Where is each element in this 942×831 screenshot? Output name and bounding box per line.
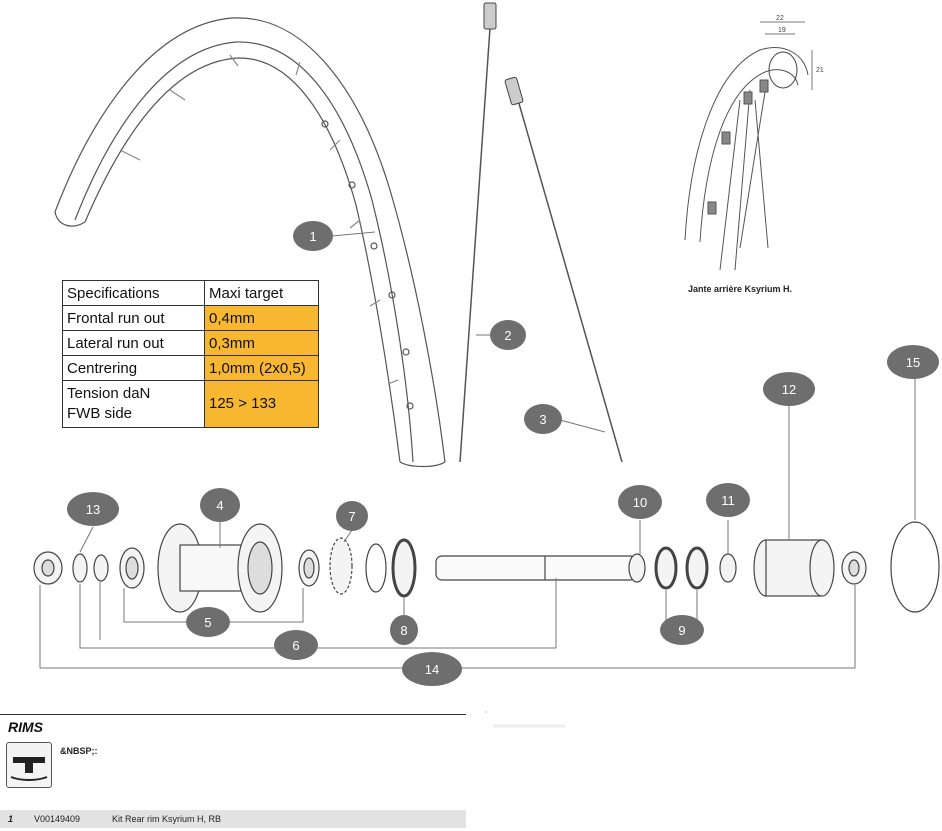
svg-text:10: 10	[633, 495, 647, 510]
part-description: Kit Rear rim Ksyrium H, RB	[112, 814, 222, 824]
exploded-wheel-diagram: 22 19 21	[33, 2, 940, 686]
faint-marks	[485, 710, 575, 736]
callout-12: 12	[763, 372, 815, 406]
svg-text:11: 11	[721, 493, 735, 508]
svg-text:14: 14	[425, 662, 439, 677]
svg-text:15: 15	[906, 355, 920, 370]
inset-dim-3: 21	[816, 67, 824, 74]
svg-text:5: 5	[204, 615, 211, 630]
callout-3: 3	[524, 404, 562, 434]
callout-14: 14	[402, 652, 462, 686]
divider	[0, 714, 466, 715]
callout-4: 4	[200, 488, 240, 522]
inset-rim-section	[684, 21, 813, 271]
svg-text:2: 2	[504, 328, 511, 343]
parts-section: RIMS &NBSP;: 1 V00149409 Kit Rear rim Ks…	[0, 706, 942, 831]
callout-7: 7	[336, 501, 368, 531]
spec-row: Lateral run out 0,3mm	[62, 330, 319, 356]
spec-label: Frontal run out	[62, 305, 205, 331]
spec-label: Lateral run out	[62, 330, 205, 356]
svg-text:12: 12	[782, 382, 796, 397]
spoke-short	[504, 76, 623, 463]
spec-row: Frontal run out 0,4mm	[62, 305, 319, 331]
svg-text:4: 4	[216, 498, 223, 513]
inset-dim-1: 22	[776, 15, 784, 22]
spec-header-label: Specifications	[62, 280, 205, 306]
inset-dim-2: 19	[778, 27, 786, 34]
part-number: 1	[8, 814, 14, 824]
svg-text:9: 9	[678, 623, 685, 638]
svg-text:8: 8	[400, 623, 407, 638]
spec-row: Tension daN FWB side 125 > 133	[62, 380, 319, 428]
spoke-long	[459, 2, 497, 463]
callout-13: 13	[67, 492, 119, 526]
spec-value: 0,3mm	[204, 330, 319, 356]
hub-assembly	[33, 521, 940, 613]
callout-10: 10	[618, 485, 662, 519]
svg-text:3: 3	[539, 412, 546, 427]
callout-15: 15	[887, 345, 939, 379]
svg-text:1: 1	[309, 229, 316, 244]
spec-header-row: Specifications Maxi target	[62, 280, 319, 306]
spec-row: Centrering 1,0mm (2x0,5)	[62, 355, 319, 381]
callout-1: 1	[293, 221, 333, 251]
inset-caption: Jante arrière Ksyrium H.	[688, 284, 793, 294]
svg-text:6: 6	[292, 638, 299, 653]
section-title: RIMS	[8, 719, 43, 735]
specifications-table: Specifications Maxi target Frontal run o…	[62, 280, 319, 428]
callout-5: 5	[186, 607, 230, 637]
callout-6: 6	[274, 630, 318, 660]
callout-11: 11	[706, 483, 750, 517]
icon-note: &NBSP;:	[60, 746, 98, 756]
part-row[interactable]: 1 V00149409 Kit Rear rim Ksyrium H, RB	[0, 810, 466, 828]
spec-label: Tension daN FWB side	[62, 380, 205, 428]
spec-header-value: Maxi target	[204, 280, 319, 306]
callout-8: 8	[390, 615, 418, 645]
part-reference: V00149409	[34, 814, 81, 824]
spec-value: 1,0mm (2x0,5)	[204, 355, 319, 381]
callout-9: 9	[660, 615, 704, 645]
svg-text:13: 13	[86, 502, 100, 517]
rim	[54, 17, 446, 468]
spec-label: Centrering	[62, 355, 205, 381]
spec-value: 125 > 133	[204, 380, 319, 428]
svg-text:7: 7	[348, 509, 355, 524]
callout-2: 2	[490, 320, 526, 350]
rim-icon	[6, 742, 52, 788]
spec-value: 0,4mm	[204, 305, 319, 331]
